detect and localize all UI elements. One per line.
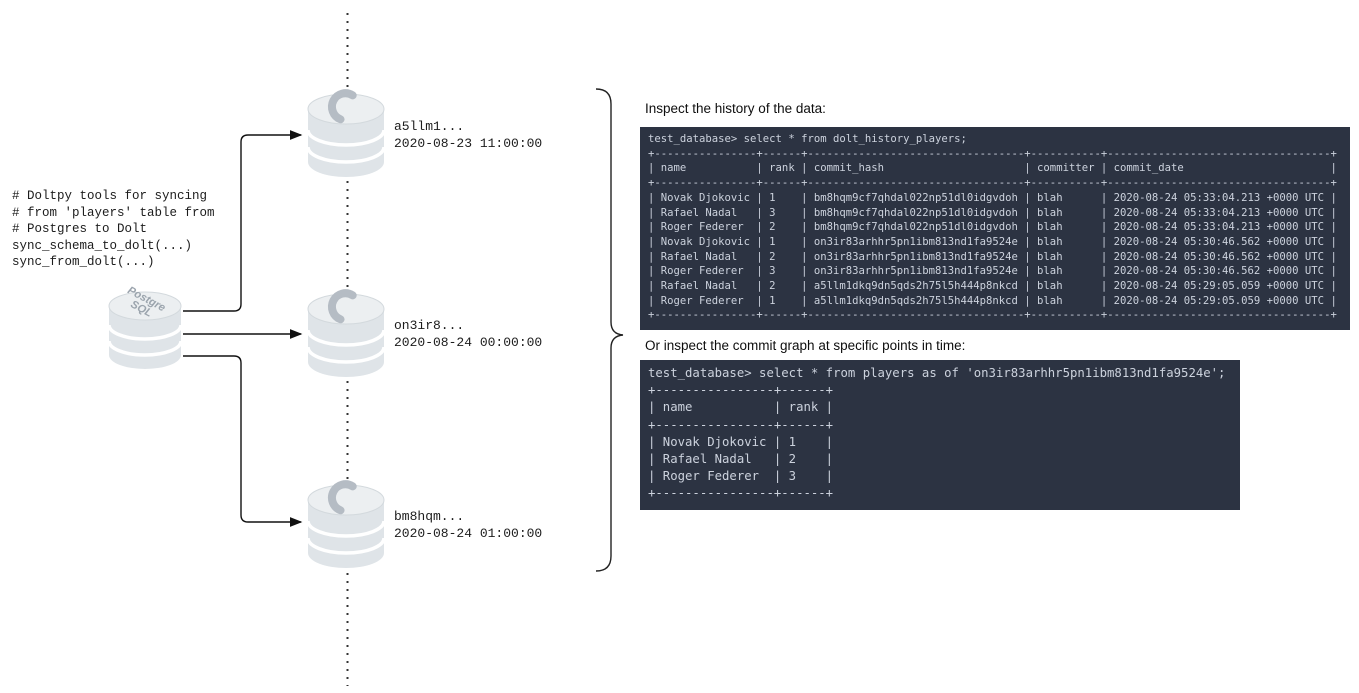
- commit-cylinder-bottom: [308, 482, 384, 568]
- commit-cylinder-top: [308, 91, 384, 177]
- commit-label-top: a5llm1... 2020-08-23 11:00:00: [394, 119, 542, 152]
- postgres-cylinder: Postgre SQL: [107, 284, 183, 369]
- commit-label-bottom: bm8hqm... 2020-08-24 01:00:00: [394, 509, 542, 542]
- commit-hash: on3ir8...: [394, 318, 465, 333]
- arrow-to-commit-bottom: [183, 355, 303, 527]
- commit-hash: bm8hqm...: [394, 509, 465, 524]
- commit-hash: a5llm1...: [394, 119, 465, 134]
- history-query-terminal: test_database> select * from dolt_histor…: [640, 127, 1350, 330]
- asof-section-heading: Or inspect the commit graph at specific …: [645, 338, 966, 353]
- commit-date: 2020-08-23 11:00:00: [394, 135, 543, 151]
- arrow-to-commit-top: [183, 130, 303, 312]
- history-section-heading: Inspect the history of the data:: [645, 101, 826, 116]
- asof-query-terminal: test_database> select * from players as …: [640, 360, 1240, 510]
- doltpy-sync-annotation: # Doltpy tools for syncing # from 'playe…: [12, 189, 215, 269]
- commit-label-middle: on3ir8... 2020-08-24 00:00:00: [394, 318, 542, 351]
- commit-date: 2020-08-24 01:00:00: [394, 525, 543, 541]
- commit-date: 2020-08-24 00:00:00: [394, 334, 543, 350]
- commit-cylinder-middle: [308, 291, 384, 377]
- grouping-brace: [595, 88, 624, 572]
- sync-arrows: [183, 130, 303, 527]
